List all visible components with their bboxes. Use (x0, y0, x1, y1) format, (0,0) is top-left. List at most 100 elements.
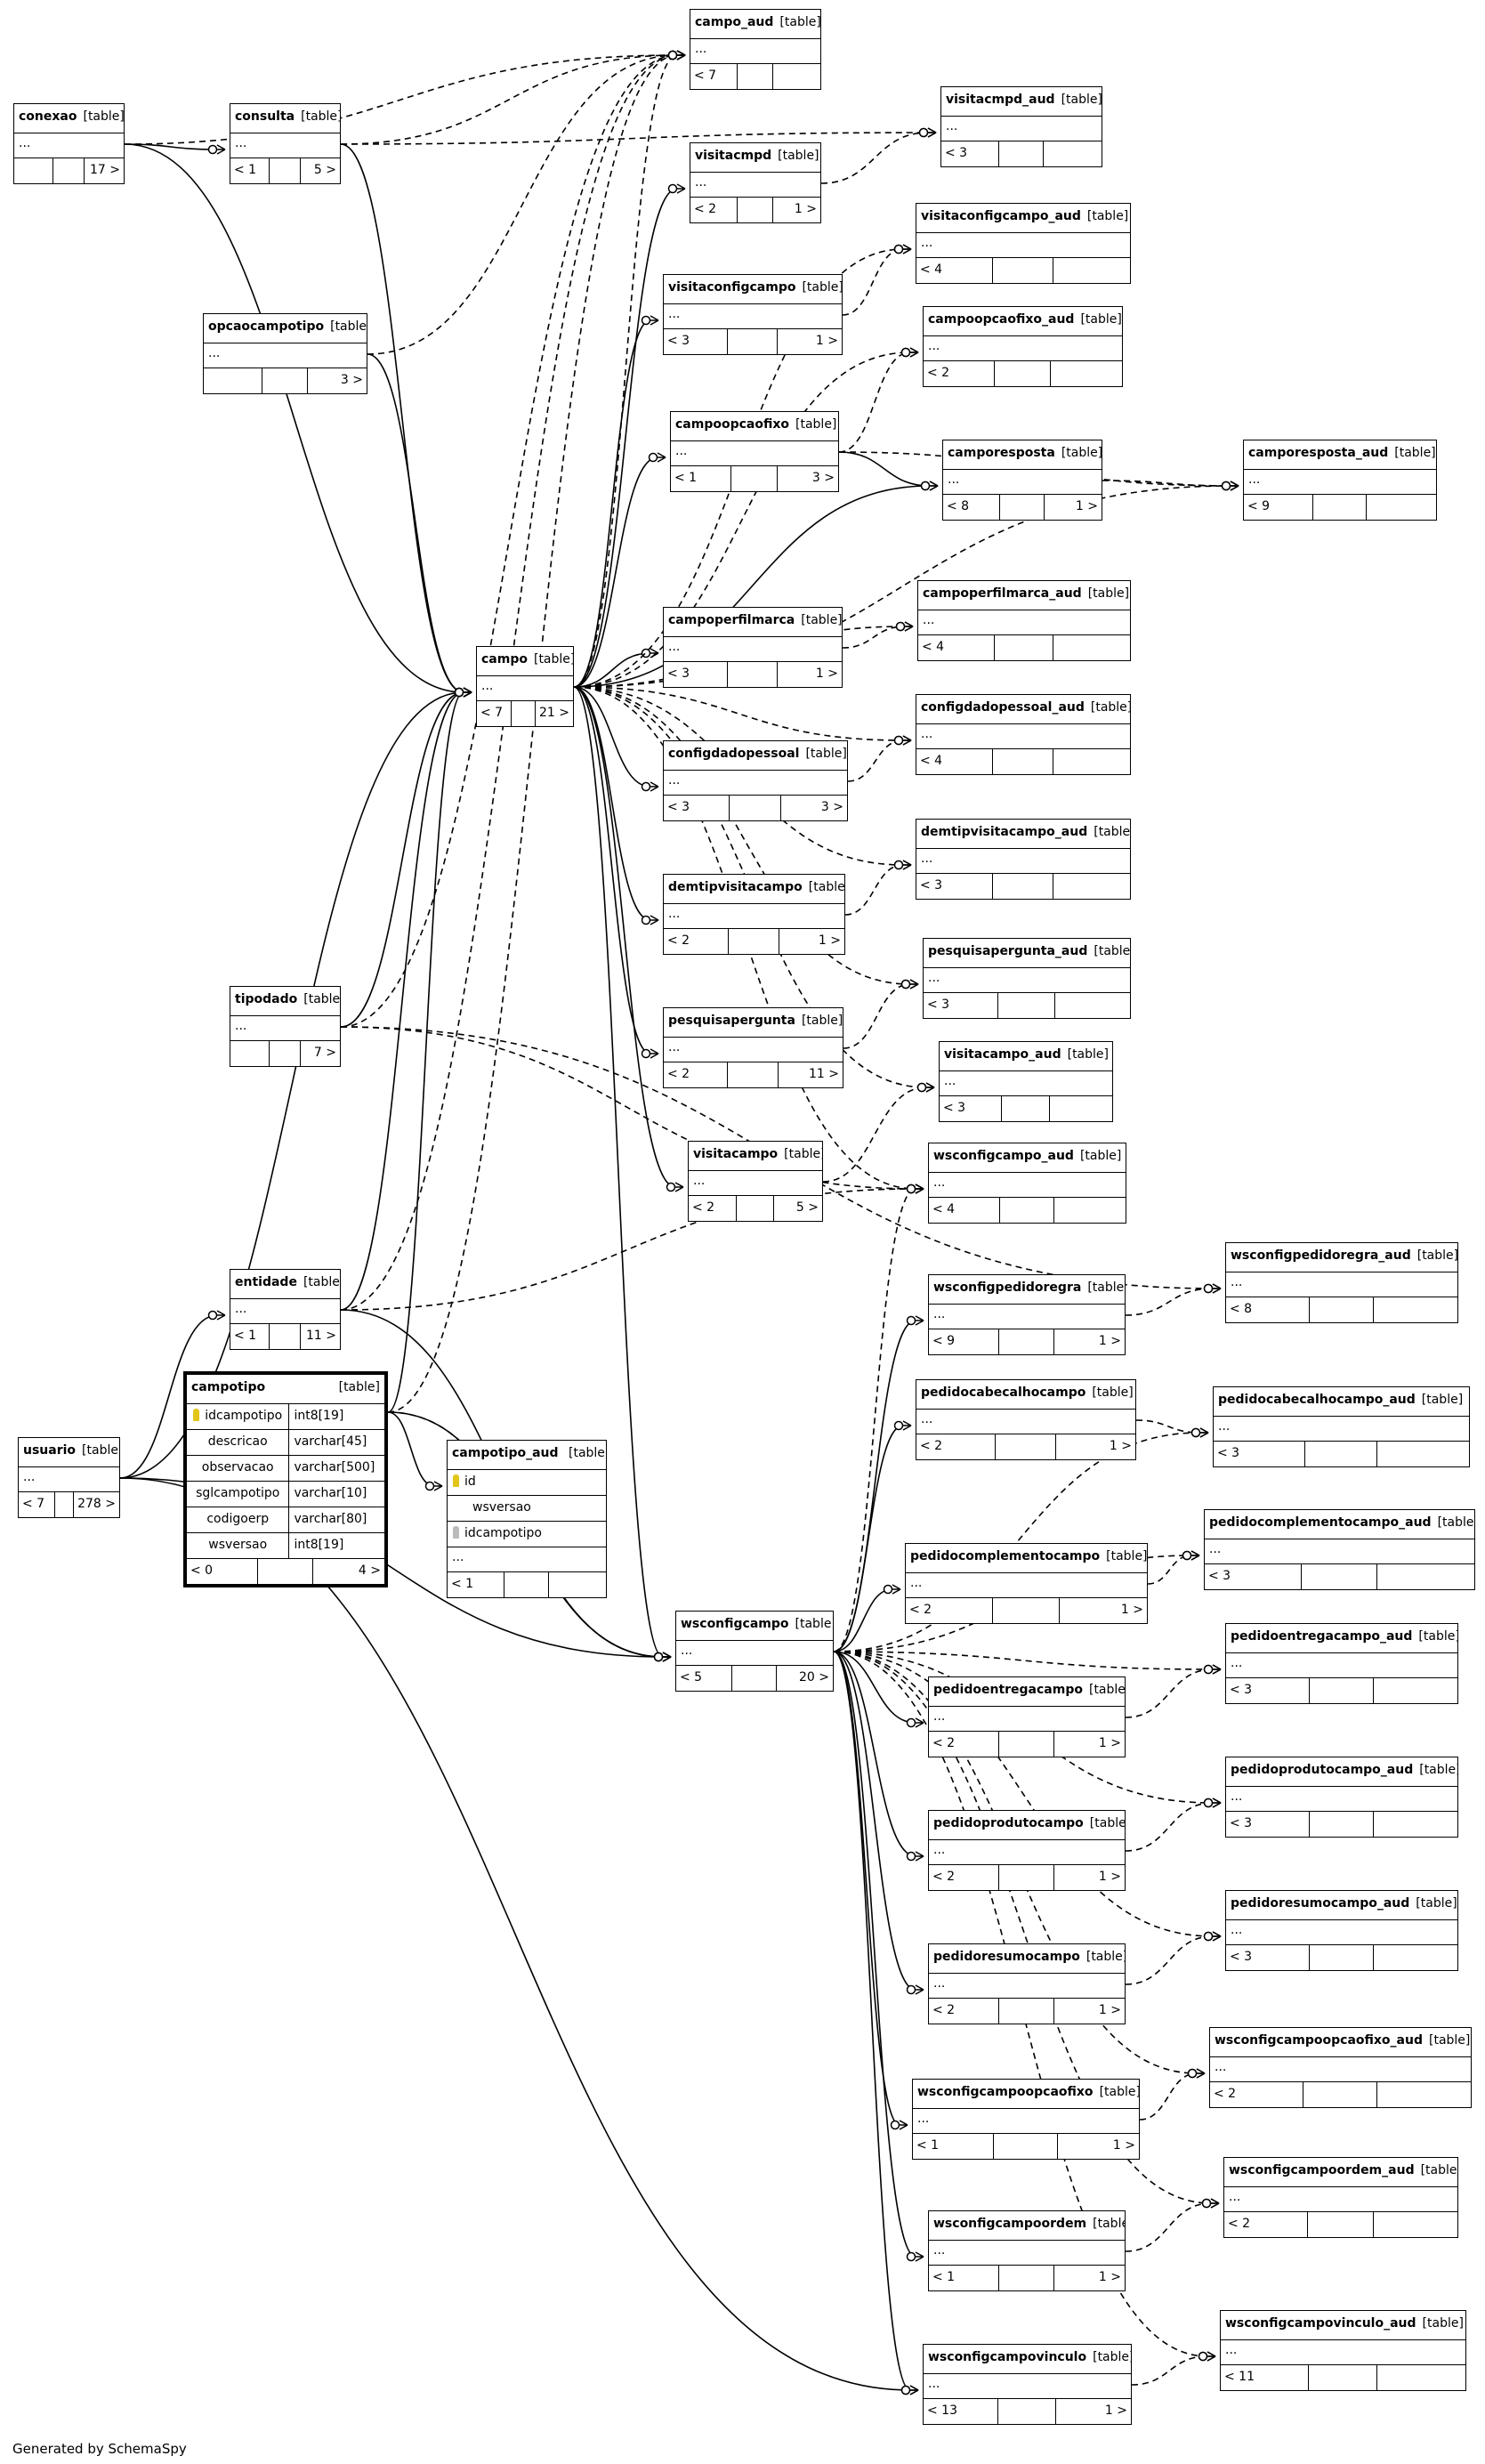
table-visitacampo_aud[interactable]: visitacampo_aud[table]...< 3 (939, 1041, 1113, 1122)
table-visitacmpd_aud[interactable]: visitacmpd_aud[table]...< 3 (940, 86, 1102, 167)
parents-count[interactable]: < 4 (929, 1198, 1000, 1223)
parents-count[interactable]: < 4 (918, 635, 995, 660)
parents-count[interactable]: < 1 (448, 1572, 505, 1597)
parents-count[interactable]: < 7 (690, 64, 738, 89)
table-pedidoentregacampo_aud[interactable]: pedidoentregacampo_aud[table]...< 3 (1225, 1623, 1458, 1704)
parents-count[interactable]: < 3 (1226, 1812, 1310, 1837)
children-count[interactable] (1374, 1812, 1457, 1837)
table-pesquisapergunta_aud[interactable]: pesquisapergunta_aud[table]...< 3 (923, 938, 1131, 1019)
table-campoperfilmarca_aud[interactable]: campoperfilmarca_aud[table]...< 4 (917, 580, 1131, 661)
children-count[interactable]: 1 > (1098, 2270, 1121, 2284)
parents-count[interactable]: < 1 (230, 1324, 270, 1349)
children-count[interactable]: 11 > (809, 1067, 839, 1081)
children-count[interactable]: 1 > (1104, 2403, 1127, 2418)
children-count[interactable]: 1 > (1120, 1603, 1143, 1617)
parents-count[interactable]: < 3 (1205, 1564, 1303, 1589)
children-count[interactable]: 3 > (820, 800, 843, 814)
children-count[interactable]: 3 > (811, 471, 835, 485)
parents-count[interactable]: < 0 (187, 1559, 258, 1584)
parents-count[interactable]: < 2 (924, 361, 996, 386)
parents-count[interactable] (230, 1041, 270, 1066)
parents-count[interactable]: < 3 (1226, 1678, 1310, 1703)
parents-count[interactable]: < 2 (690, 198, 738, 222)
table-campoopcaofixo_aud[interactable]: campoopcaofixo_aud[table]...< 2 (923, 306, 1123, 387)
parents-count[interactable]: < 7 (477, 701, 512, 726)
children-count[interactable] (1374, 2212, 1457, 2237)
children-count[interactable]: 3 > (340, 373, 363, 387)
table-tipodado[interactable]: tipodado[table]...7 > (230, 986, 341, 1067)
parents-count[interactable]: < 2 (1224, 2212, 1309, 2237)
children-count[interactable]: 4 > (358, 1563, 381, 1578)
table-pedidoresumocampo_aud[interactable]: pedidoresumocampo_aud[table]...< 3 (1225, 1890, 1458, 1971)
table-pedidocomplementocampo_aud[interactable]: pedidocomplementocampo_aud[table]...< 3 (1204, 1509, 1475, 1590)
parents-count[interactable]: < 1 (913, 2134, 995, 2159)
parents-count[interactable]: < 8 (1226, 1297, 1310, 1322)
children-count[interactable]: 1 > (815, 666, 838, 681)
parents-count[interactable]: < 2 (929, 1865, 1000, 1890)
table-entidade[interactable]: entidade[table]...< 111 > (230, 1269, 341, 1350)
children-count[interactable]: 1 > (794, 202, 817, 216)
parents-count[interactable]: < 2 (929, 1732, 1000, 1757)
children-count[interactable]: 1 > (1098, 1870, 1121, 1884)
table-wsconfigpedidoregra_aud[interactable]: wsconfigpedidoregra_aud[table]...< 8 (1225, 1242, 1458, 1323)
parents-count[interactable]: < 3 (941, 141, 999, 166)
parents-count[interactable]: < 9 (1244, 495, 1313, 520)
children-count[interactable] (1055, 993, 1130, 1018)
parents-count[interactable]: < 5 (676, 1666, 733, 1691)
parents-count[interactable]: < 13 (924, 2399, 998, 2424)
children-count[interactable] (1374, 1945, 1457, 1970)
table-pedidocabecalhocampo_aud[interactable]: pedidocabecalhocampo_aud[table]...< 3 (1213, 1386, 1470, 1467)
children-count[interactable]: 20 > (799, 1670, 829, 1684)
parents-count[interactable]: < 2 (689, 1196, 737, 1221)
parents-count[interactable]: < 11 (1221, 2365, 1309, 2390)
children-count[interactable]: 1 > (1098, 2003, 1121, 2017)
table-wsconfigcampoordem[interactable]: wsconfigcampoordem[table]...< 11 > (928, 2210, 1126, 2291)
children-count[interactable] (1051, 361, 1122, 386)
children-count[interactable]: 1 > (1098, 1736, 1121, 1750)
parents-count[interactable]: < 2 (929, 1999, 1000, 2024)
table-wsconfigpedidoregra[interactable]: wsconfigpedidoregra[table]...< 91 > (928, 1274, 1126, 1355)
children-count[interactable] (1053, 635, 1130, 660)
children-count[interactable]: 7 > (313, 1046, 336, 1060)
parents-count[interactable]: < 9 (929, 1329, 1000, 1354)
children-count[interactable] (1374, 1297, 1457, 1322)
children-count[interactable]: 1 > (1109, 1439, 1132, 1453)
parents-count[interactable]: < 3 (916, 874, 994, 899)
children-count[interactable] (1367, 495, 1436, 520)
children-count[interactable]: 278 > (77, 1497, 116, 1511)
table-campo_aud[interactable]: campo_aud[table]...< 7 (690, 9, 821, 90)
parents-count[interactable]: < 4 (916, 749, 994, 774)
parents-count[interactable]: < 3 (664, 329, 728, 354)
parents-count[interactable]: < 2 (664, 929, 730, 954)
table-pedidoprodutocampo_aud[interactable]: pedidoprodutocampo_aud[table]...< 3 (1225, 1757, 1458, 1838)
table-demtipvisitacampo[interactable]: demtipvisitacampo[table]...< 21 > (663, 874, 845, 955)
table-configdadopessoal_aud[interactable]: configdadopessoal_aud[table]...< 4 (916, 694, 1131, 775)
parents-count[interactable]: < 2 (664, 1062, 729, 1087)
children-count[interactable]: 1 > (1075, 499, 1098, 513)
children-count[interactable]: 17 > (90, 163, 120, 177)
children-count[interactable] (1377, 2082, 1471, 2107)
parents-count[interactable]: < 3 (1226, 1945, 1310, 1970)
children-count[interactable]: 5 > (795, 1200, 819, 1215)
parents-count[interactable]: < 8 (943, 495, 1001, 520)
table-demtipvisitacampo_aud[interactable]: demtipvisitacampo_aud[table]...< 3 (916, 819, 1131, 900)
children-count[interactable] (1054, 1198, 1126, 1223)
parents-count[interactable]: < 2 (916, 1434, 996, 1459)
children-count[interactable] (1044, 141, 1102, 166)
parents-count[interactable]: < 3 (924, 993, 998, 1018)
